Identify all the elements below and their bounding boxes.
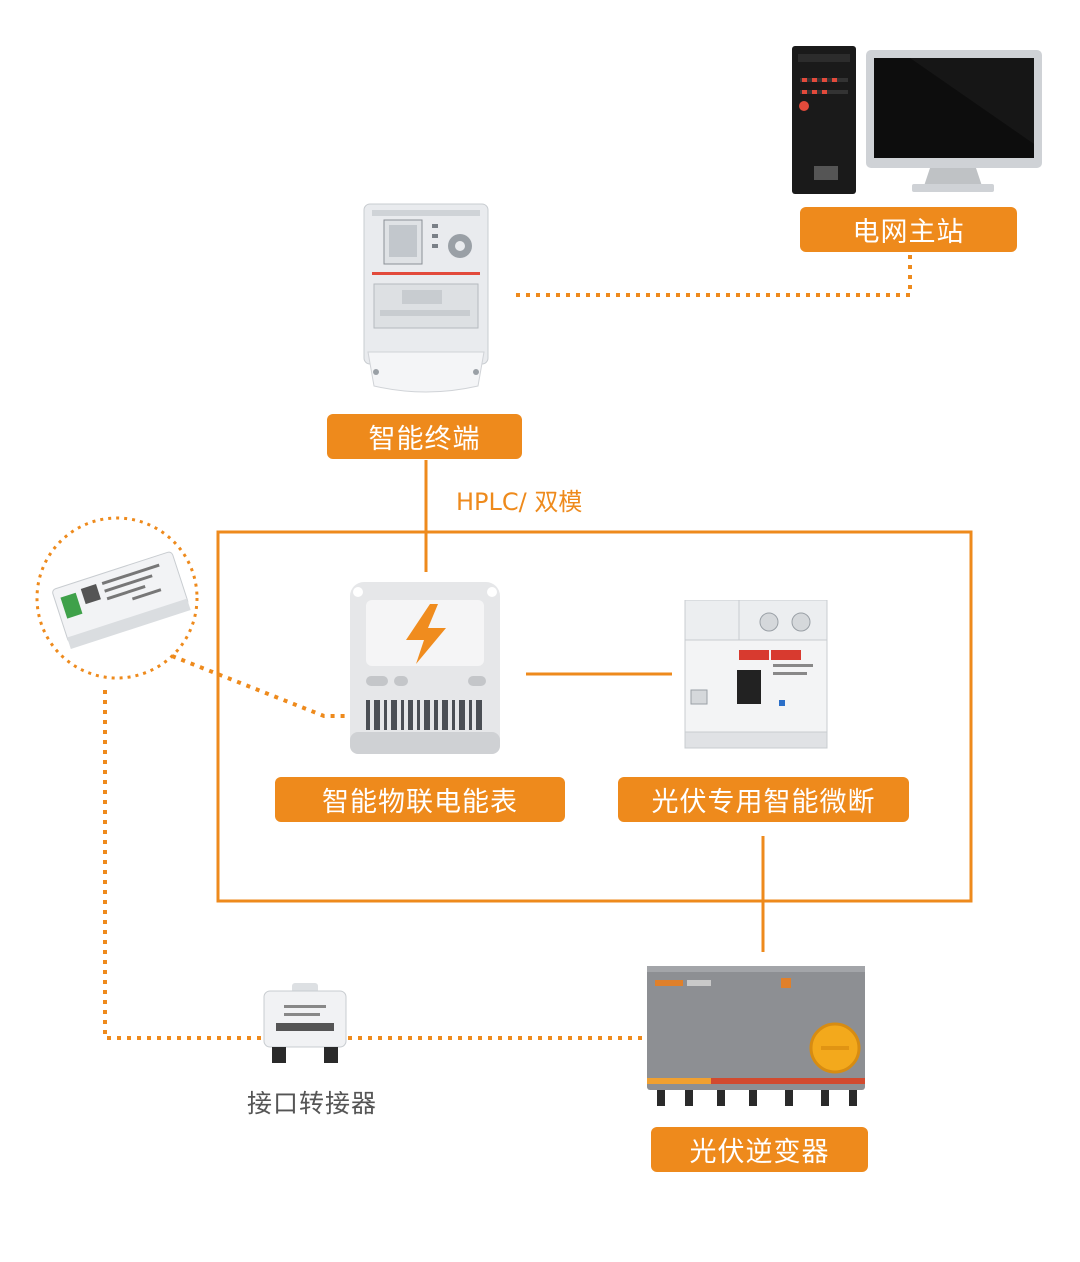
hplc-protocol-text: HPLC/ 双模 xyxy=(456,488,583,516)
pv-inverter-label: 光伏逆变器 xyxy=(651,1127,868,1172)
grid-station-label: 电网主站 xyxy=(800,207,1017,252)
meter-enclosure-frame xyxy=(216,530,973,903)
communication-module-icon xyxy=(44,540,192,660)
link-module-meter xyxy=(171,654,350,718)
smart-meter-label: 智能物联电能表 xyxy=(275,777,565,822)
electric-meter-icon xyxy=(350,582,500,758)
smart-terminal-label: 智能终端 xyxy=(327,414,522,459)
link-station-terminal xyxy=(512,255,912,297)
interface-adapter-caption: 接口转接器 xyxy=(247,1089,378,1118)
terminal-device-icon xyxy=(362,202,490,394)
circuit-breaker-icon xyxy=(683,599,829,750)
module-highlight-circle xyxy=(35,516,199,680)
link-module-adapter xyxy=(103,690,262,1040)
computer-icon xyxy=(790,44,1045,196)
pv-breaker-label: 光伏专用智能微断 xyxy=(618,777,909,822)
inverter-icon xyxy=(645,966,867,1110)
adapter-box-icon xyxy=(262,983,348,1065)
